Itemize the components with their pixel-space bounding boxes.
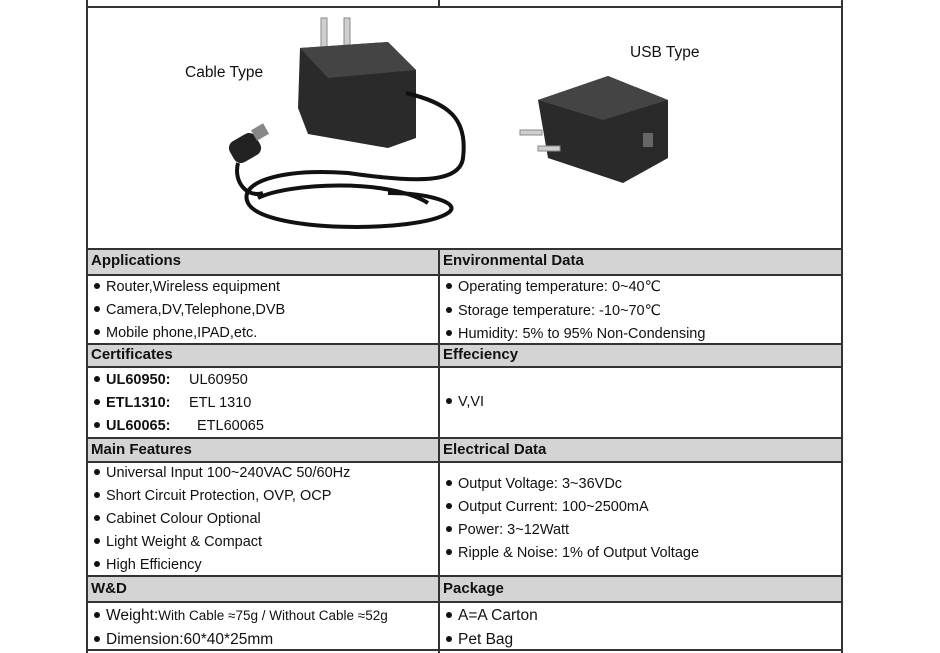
list-item: Light Weight & Compact xyxy=(94,534,262,550)
spec-sheet: Cable Type USB Type xyxy=(86,0,843,653)
list-item: UL60065:ETL60065 xyxy=(94,418,264,434)
applications-header: Applications xyxy=(88,250,438,274)
row-border xyxy=(86,274,843,276)
list-item: V,VI xyxy=(446,394,484,410)
row-border xyxy=(86,461,843,463)
list-item: ETL1310:ETL 1310 xyxy=(94,395,251,411)
weight-item: Weight:With Cable ≈75g / Without Cable ≈… xyxy=(94,607,388,625)
certificates-list: UL60950:UL60950 ETL1310:ETL 1310 UL60065… xyxy=(88,368,438,437)
list-item: Output Voltage: 3~36VDc xyxy=(446,476,622,492)
environmental-list: Operating temperature: 0~40℃ Storage tem… xyxy=(440,276,841,343)
top-row-divider xyxy=(438,0,440,7)
list-item: Short Circuit Protection, OVP, OCP xyxy=(94,488,331,504)
list-item: Router,Wireless equipment xyxy=(94,279,280,295)
main-features-header: Main Features xyxy=(88,439,438,461)
list-item: UL60950:UL60950 xyxy=(94,372,248,388)
row-border xyxy=(86,343,843,345)
list-item: Storage temperature: -10~70℃ xyxy=(446,303,661,319)
product-photo: Cable Type USB Type xyxy=(88,8,841,248)
right-border xyxy=(841,0,843,653)
main-features-list: Universal Input 100~240VAC 50/60Hz Short… xyxy=(88,463,438,575)
usb-type-caption: USB Type xyxy=(630,44,700,61)
row-border xyxy=(86,248,843,250)
electrical-list: Output Voltage: 3~36VDc Output Current: … xyxy=(440,463,841,575)
usb-adapter-icon xyxy=(519,76,668,183)
wd-list: Weight:With Cable ≈75g / Without Cable ≈… xyxy=(88,603,438,649)
package-list: A=A Carton Pet Bag xyxy=(440,603,841,649)
environmental-header: Environmental Data xyxy=(440,250,841,274)
package-header: Package xyxy=(440,577,841,601)
list-item: Power: 3~12Watt xyxy=(446,522,569,538)
left-border xyxy=(86,0,88,653)
list-item: High Efficiency xyxy=(94,557,202,573)
row-border xyxy=(86,601,843,603)
electrical-header: Electrical Data xyxy=(440,439,841,461)
row-border xyxy=(86,366,843,368)
list-item: Output Current: 100~2500mA xyxy=(446,499,649,515)
wd-header: W&D xyxy=(88,577,438,601)
list-item: Mobile phone,IPAD,etc. xyxy=(94,325,257,341)
adapter-illustration xyxy=(228,17,668,229)
cable-adapter-icon xyxy=(228,17,466,229)
list-item: Operating temperature: 0~40℃ xyxy=(446,279,661,295)
list-item: A=A Carton xyxy=(446,607,538,625)
list-item: Camera,DV,Telephone,DVB xyxy=(94,302,285,318)
list-item: Universal Input 100~240VAC 50/60Hz xyxy=(94,465,350,481)
list-item: Cabinet Colour Optional xyxy=(94,511,261,527)
list-item: Ripple & Noise: 1% of Output Voltage xyxy=(446,545,699,561)
dimension-item: Dimension:60*40*25mm xyxy=(94,631,273,649)
certificates-header: Certificates xyxy=(88,345,438,366)
list-item: Pet Bag xyxy=(446,631,513,649)
row-border xyxy=(86,575,843,577)
top-row-border xyxy=(86,6,843,8)
column-divider xyxy=(438,248,440,653)
row-border xyxy=(86,649,843,651)
efficiency-list: V,VI xyxy=(440,368,841,437)
list-item: Humidity: 5% to 95% Non-Condensing xyxy=(446,326,705,342)
applications-list: Router,Wireless equipment Camera,DV,Tele… xyxy=(88,276,438,343)
cable-type-caption: Cable Type xyxy=(185,64,264,81)
efficiency-header: Effeciency xyxy=(440,345,841,366)
row-border xyxy=(86,437,843,439)
